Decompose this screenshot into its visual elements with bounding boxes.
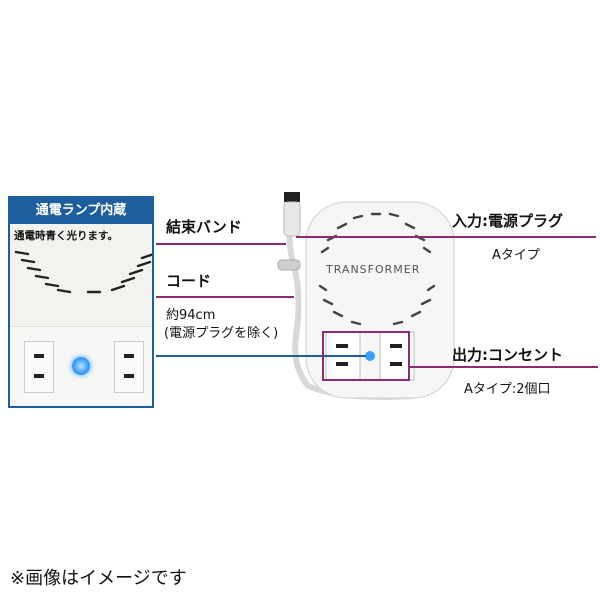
- image-note: ※画像はイメージです: [10, 568, 187, 589]
- lamp-line: [156, 355, 366, 357]
- zoom-title: 通電ランプ内蔵: [10, 198, 152, 224]
- output-line: [410, 366, 598, 368]
- input-line: [296, 236, 596, 238]
- device-brand: TRANSFORMER: [326, 263, 421, 276]
- input-label: 入力:電源プラグ: [452, 212, 563, 230]
- right-socket: [114, 341, 144, 393]
- zoom-subtitle: 通電時青く光ります。: [14, 230, 118, 242]
- input-type: Aタイプ: [492, 248, 540, 263]
- cord-line: [156, 296, 294, 298]
- lamp-zoom-panel: 通電ランプ内蔵 通電時青く光ります。: [8, 196, 154, 408]
- cord-note: (電源プラグを除く): [164, 326, 279, 341]
- power-lamp-icon: [72, 357, 90, 375]
- band-label: 結束バンド: [166, 218, 242, 236]
- band-line: [156, 243, 286, 245]
- left-socket: [24, 341, 54, 393]
- vent-pattern: [14, 250, 152, 294]
- output-highlight: [322, 331, 410, 381]
- output-label: 出力:コンセント: [452, 346, 563, 364]
- cord-length: 約94cm: [166, 308, 216, 323]
- outlet-area: [10, 326, 152, 406]
- cord-label: コード: [166, 272, 212, 290]
- output-type: Aタイプ:2個口: [464, 382, 551, 397]
